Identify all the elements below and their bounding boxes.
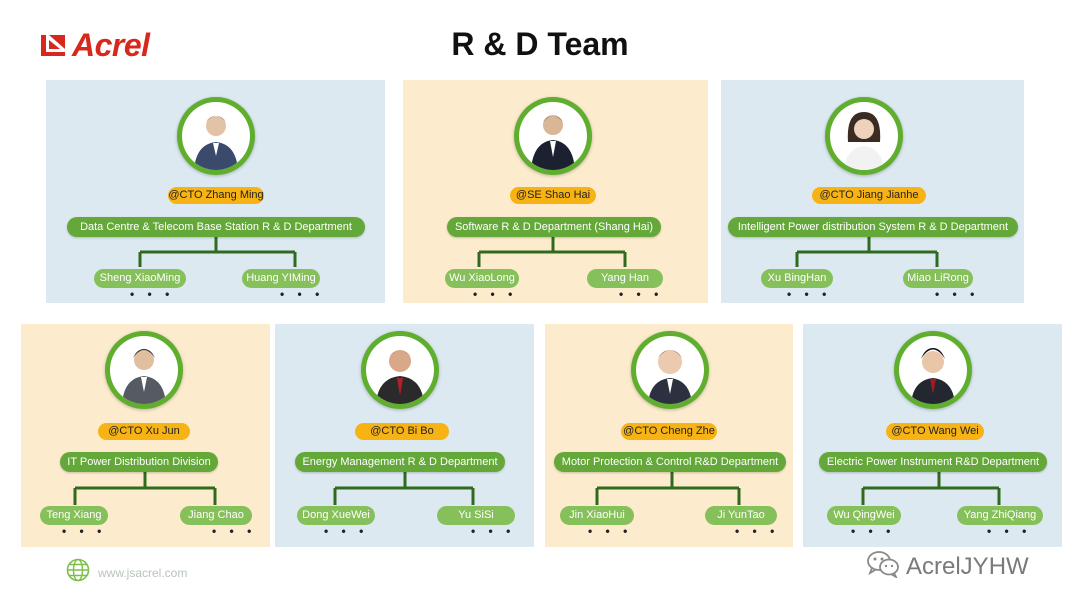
member-pill: Xu BingHan xyxy=(761,269,833,288)
role-badge: @CTO Zhang Ming xyxy=(168,187,264,204)
member-pill: Teng Xiang xyxy=(40,506,108,525)
role-badge: @CTO Xu Jun xyxy=(98,423,190,440)
member-pill: Wu XiaoLong xyxy=(445,269,519,288)
more-indicator: • • • xyxy=(735,524,780,538)
more-indicator: • • • xyxy=(324,524,369,538)
member-pill: Yang ZhiQiang xyxy=(957,506,1043,525)
org-connector-lines xyxy=(477,236,627,267)
role-badge: @CTO Cheng Zhe xyxy=(621,423,717,440)
department-label: Energy Management R & D Department xyxy=(295,452,505,472)
department-label: Motor Protection & Control R&D Departmen… xyxy=(554,452,786,472)
org-connector-lines xyxy=(861,472,1001,505)
website-text: www.jsacrel.com xyxy=(98,565,188,580)
department-label: Electric Power Instrument R&D Department xyxy=(819,452,1047,472)
team-panel-5: @CTO Bi Bo Energy Management R & D Depar… xyxy=(275,324,534,547)
member-pill: Wu QingWei xyxy=(827,506,901,525)
more-indicator: • • • xyxy=(619,287,664,301)
watermark-text: AcrelJYHW xyxy=(906,552,1029,580)
more-indicator: • • • xyxy=(851,524,896,538)
department-label: Software R & D Department (Shang Hai) xyxy=(447,217,661,237)
role-badge: @CTO Jiang Jianhe xyxy=(812,187,926,204)
acrel-logo: Acrel xyxy=(40,26,150,63)
role-badge: @SE Shao Hai xyxy=(510,187,596,204)
more-indicator: • • • xyxy=(212,524,257,538)
avatar xyxy=(514,97,592,175)
globe-icon xyxy=(66,558,90,587)
member-pill: Miao LiRong xyxy=(903,269,973,288)
department-label: Intelligent Power distribution System R … xyxy=(728,217,1018,237)
team-panel-6: @CTO Cheng Zhe Motor Protection & Contro… xyxy=(545,324,793,547)
org-connector-lines xyxy=(333,472,475,505)
team-panel-4: @CTO Xu Jun IT Power Distribution Divisi… xyxy=(21,324,270,547)
website-link[interactable]: www.jsacrel.com xyxy=(66,558,187,587)
more-indicator: • • • xyxy=(280,287,325,301)
role-badge: @CTO Wang Wei xyxy=(886,423,984,440)
page-title: R & D Team xyxy=(451,26,629,62)
org-connector-lines xyxy=(138,236,297,267)
avatar xyxy=(894,331,972,409)
department-label: Data Centre & Telecom Base Station R & D… xyxy=(67,217,365,237)
avatar xyxy=(177,97,255,175)
more-indicator: • • • xyxy=(787,287,832,301)
member-pill: Ji YunTao xyxy=(705,506,777,525)
more-indicator: • • • xyxy=(588,524,633,538)
member-pill: Yu SiSi xyxy=(437,506,515,525)
more-indicator: • • • xyxy=(62,524,107,538)
avatar xyxy=(631,331,709,409)
more-indicator: • • • xyxy=(130,287,175,301)
team-panel-7: @CTO Wang Wei Electric Power Instrument … xyxy=(803,324,1062,547)
logo-text: Acrel xyxy=(72,26,150,63)
more-indicator: • • • xyxy=(471,524,516,538)
org-connector-lines xyxy=(795,236,939,267)
team-panel-2: @SE Shao Hai Software R & D Department (… xyxy=(403,80,708,303)
org-connector-lines xyxy=(73,472,217,505)
avatar xyxy=(105,331,183,409)
member-pill: Jin XiaoHui xyxy=(560,506,634,525)
role-badge: @CTO Bi Bo xyxy=(355,423,449,440)
wechat-icon xyxy=(866,550,900,583)
org-connector-lines xyxy=(595,472,741,505)
avatar xyxy=(825,97,903,175)
acrel-logo-mark-icon xyxy=(40,32,66,58)
more-indicator: • • • xyxy=(473,287,518,301)
member-pill: Yang Han xyxy=(587,269,663,288)
team-panel-1: @CTO Zhang Ming Data Centre & Telecom Ba… xyxy=(46,80,385,303)
member-pill: Jiang Chao xyxy=(180,506,252,525)
avatar xyxy=(361,331,439,409)
team-panel-3: @CTO Jiang Jianhe Intelligent Power dist… xyxy=(721,80,1024,303)
member-pill: Sheng XiaoMing xyxy=(94,269,186,288)
more-indicator: • • • xyxy=(935,287,980,301)
watermark: AcrelJYHW xyxy=(866,550,1029,583)
more-indicator: • • • xyxy=(987,524,1032,538)
member-pill: Dong XueWei xyxy=(297,506,375,525)
department-label: IT Power Distribution Division xyxy=(60,452,218,472)
member-pill: Huang YIMing xyxy=(242,269,320,288)
